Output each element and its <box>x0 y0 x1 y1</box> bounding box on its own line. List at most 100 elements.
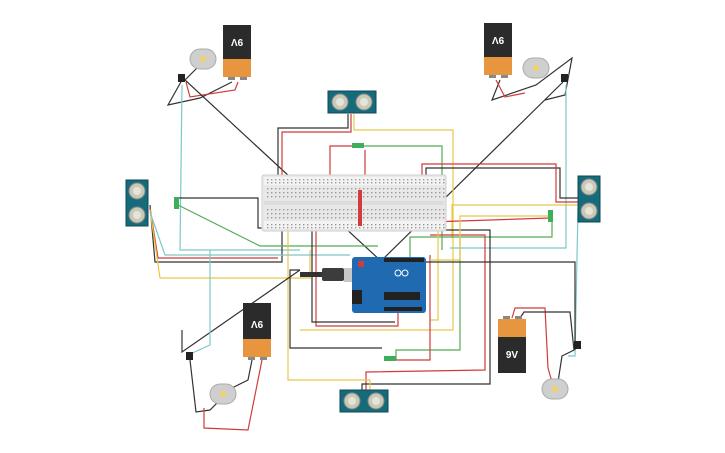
battery-top-right[interactable]: 9V <box>484 23 512 78</box>
slide-switch-bottom[interactable] <box>384 356 396 361</box>
wire-yellow[interactable] <box>149 209 311 279</box>
breadboard-hole <box>335 188 337 190</box>
wire-red[interactable] <box>421 163 578 203</box>
wire-black[interactable] <box>178 197 275 229</box>
breadboard-hole <box>343 209 345 211</box>
resistor-icon[interactable] <box>358 190 362 226</box>
breadboard-hole <box>395 192 397 194</box>
breadboard-hole <box>387 179 389 181</box>
breadboard-hole <box>371 213 373 215</box>
slide-switch-left[interactable] <box>174 197 179 209</box>
breadboard-hole <box>275 227 277 229</box>
breadboard-hole <box>323 224 325 226</box>
breadboard-hole <box>267 227 269 229</box>
wire-black[interactable] <box>311 228 395 323</box>
wire-red[interactable] <box>329 145 356 185</box>
breadboard-hole <box>403 224 405 226</box>
breadboard-hole <box>299 217 301 219</box>
wire-black[interactable] <box>181 269 301 354</box>
breadboard-hole <box>407 213 409 215</box>
breadboard-hole <box>295 188 297 190</box>
sensor-eye-center <box>133 187 141 195</box>
wire-black[interactable] <box>289 269 382 349</box>
wire-black[interactable] <box>490 56 573 101</box>
breadboard-hole <box>291 224 293 226</box>
wire-yellow[interactable] <box>430 228 439 321</box>
sensor-eye-center <box>133 211 141 219</box>
dc-motor-top-left[interactable] <box>189 48 217 70</box>
breadboard-hole <box>287 209 289 211</box>
wire-red[interactable] <box>185 81 239 98</box>
wire-yellow[interactable] <box>300 114 454 331</box>
wire-red[interactable] <box>388 255 431 361</box>
breadboard-hole <box>355 224 357 226</box>
battery-orange-band <box>498 319 526 337</box>
breadboard-hole <box>411 192 413 194</box>
breadboard-hole <box>271 224 273 226</box>
dc-motor-bottom-left[interactable] <box>209 383 237 405</box>
breadboard-hole <box>319 227 321 229</box>
breadboard-hole <box>323 209 325 211</box>
breadboard-hole <box>335 192 337 194</box>
dc-motor-bottom-right[interactable] <box>541 378 569 400</box>
breadboard-hole <box>283 188 285 190</box>
breadboard-hole <box>287 196 289 198</box>
wire-cyan[interactable] <box>187 250 211 356</box>
wire-yellow[interactable] <box>451 204 578 238</box>
transistor-top-left[interactable] <box>178 74 185 82</box>
wire-red[interactable] <box>365 234 486 392</box>
wire-black[interactable] <box>519 311 575 383</box>
slide-switch-right[interactable] <box>548 210 553 222</box>
wire-black[interactable] <box>361 229 491 392</box>
wire-red[interactable] <box>281 114 352 185</box>
breadboard-hole <box>379 217 381 219</box>
wire-black[interactable] <box>166 79 233 106</box>
breadboard[interactable] <box>261 174 447 232</box>
breadboard-hole <box>387 182 389 184</box>
wire-red[interactable] <box>203 359 263 431</box>
wire-cyan[interactable] <box>568 207 579 357</box>
breadboard-hole <box>311 227 313 229</box>
wire-yellow[interactable] <box>287 228 371 392</box>
wire-black[interactable] <box>425 261 576 350</box>
ultrasonic-sensor-bottom[interactable] <box>339 389 389 413</box>
wire-yellow[interactable] <box>430 215 550 261</box>
breadboard-hole <box>327 209 329 211</box>
breadboard-hole <box>375 217 377 219</box>
breadboard-hole <box>391 196 393 198</box>
wire-green[interactable] <box>177 204 378 247</box>
wire-cyan[interactable] <box>450 85 567 249</box>
wire-red[interactable] <box>495 79 526 98</box>
ultrasonic-sensor-top[interactable] <box>327 90 377 114</box>
battery-bottom-left[interactable]: 9V <box>243 303 271 360</box>
breadboard-hole <box>431 179 433 181</box>
transistor-bottom-right[interactable] <box>574 341 581 349</box>
battery-top-left[interactable]: 9V <box>223 25 251 80</box>
wire-cyan[interactable] <box>179 84 300 251</box>
battery-bottom-right[interactable]: 9V <box>498 316 526 373</box>
wire-black[interactable] <box>277 114 349 185</box>
reset-button[interactable] <box>358 261 364 267</box>
transistor-bottom-left[interactable] <box>186 352 193 360</box>
breadboard-hole <box>395 179 397 181</box>
arduino-uno[interactable] <box>300 257 426 313</box>
breadboard-hole <box>379 182 381 184</box>
wire-green[interactable] <box>395 238 461 360</box>
wire-red[interactable] <box>511 307 553 383</box>
wire-red[interactable] <box>429 217 551 230</box>
sensor-eye-center <box>360 98 368 106</box>
wire-black[interactable] <box>425 167 578 199</box>
ultrasonic-sensor-left[interactable] <box>125 179 149 227</box>
breadboard-hole <box>383 224 385 226</box>
breadboard-hole <box>399 217 401 219</box>
slide-switch-top[interactable] <box>352 143 364 148</box>
dc-motor-top-right[interactable] <box>522 57 550 79</box>
breadboard-hole <box>335 227 337 229</box>
transistor-top-right[interactable] <box>561 74 568 82</box>
wire-black[interactable] <box>379 81 564 263</box>
ultrasonic-sensor-right[interactable] <box>577 175 601 223</box>
breadboard-hole <box>399 213 401 215</box>
wire-green[interactable] <box>409 215 553 262</box>
battery-terminal <box>515 316 522 319</box>
breadboard-hole <box>435 209 437 211</box>
